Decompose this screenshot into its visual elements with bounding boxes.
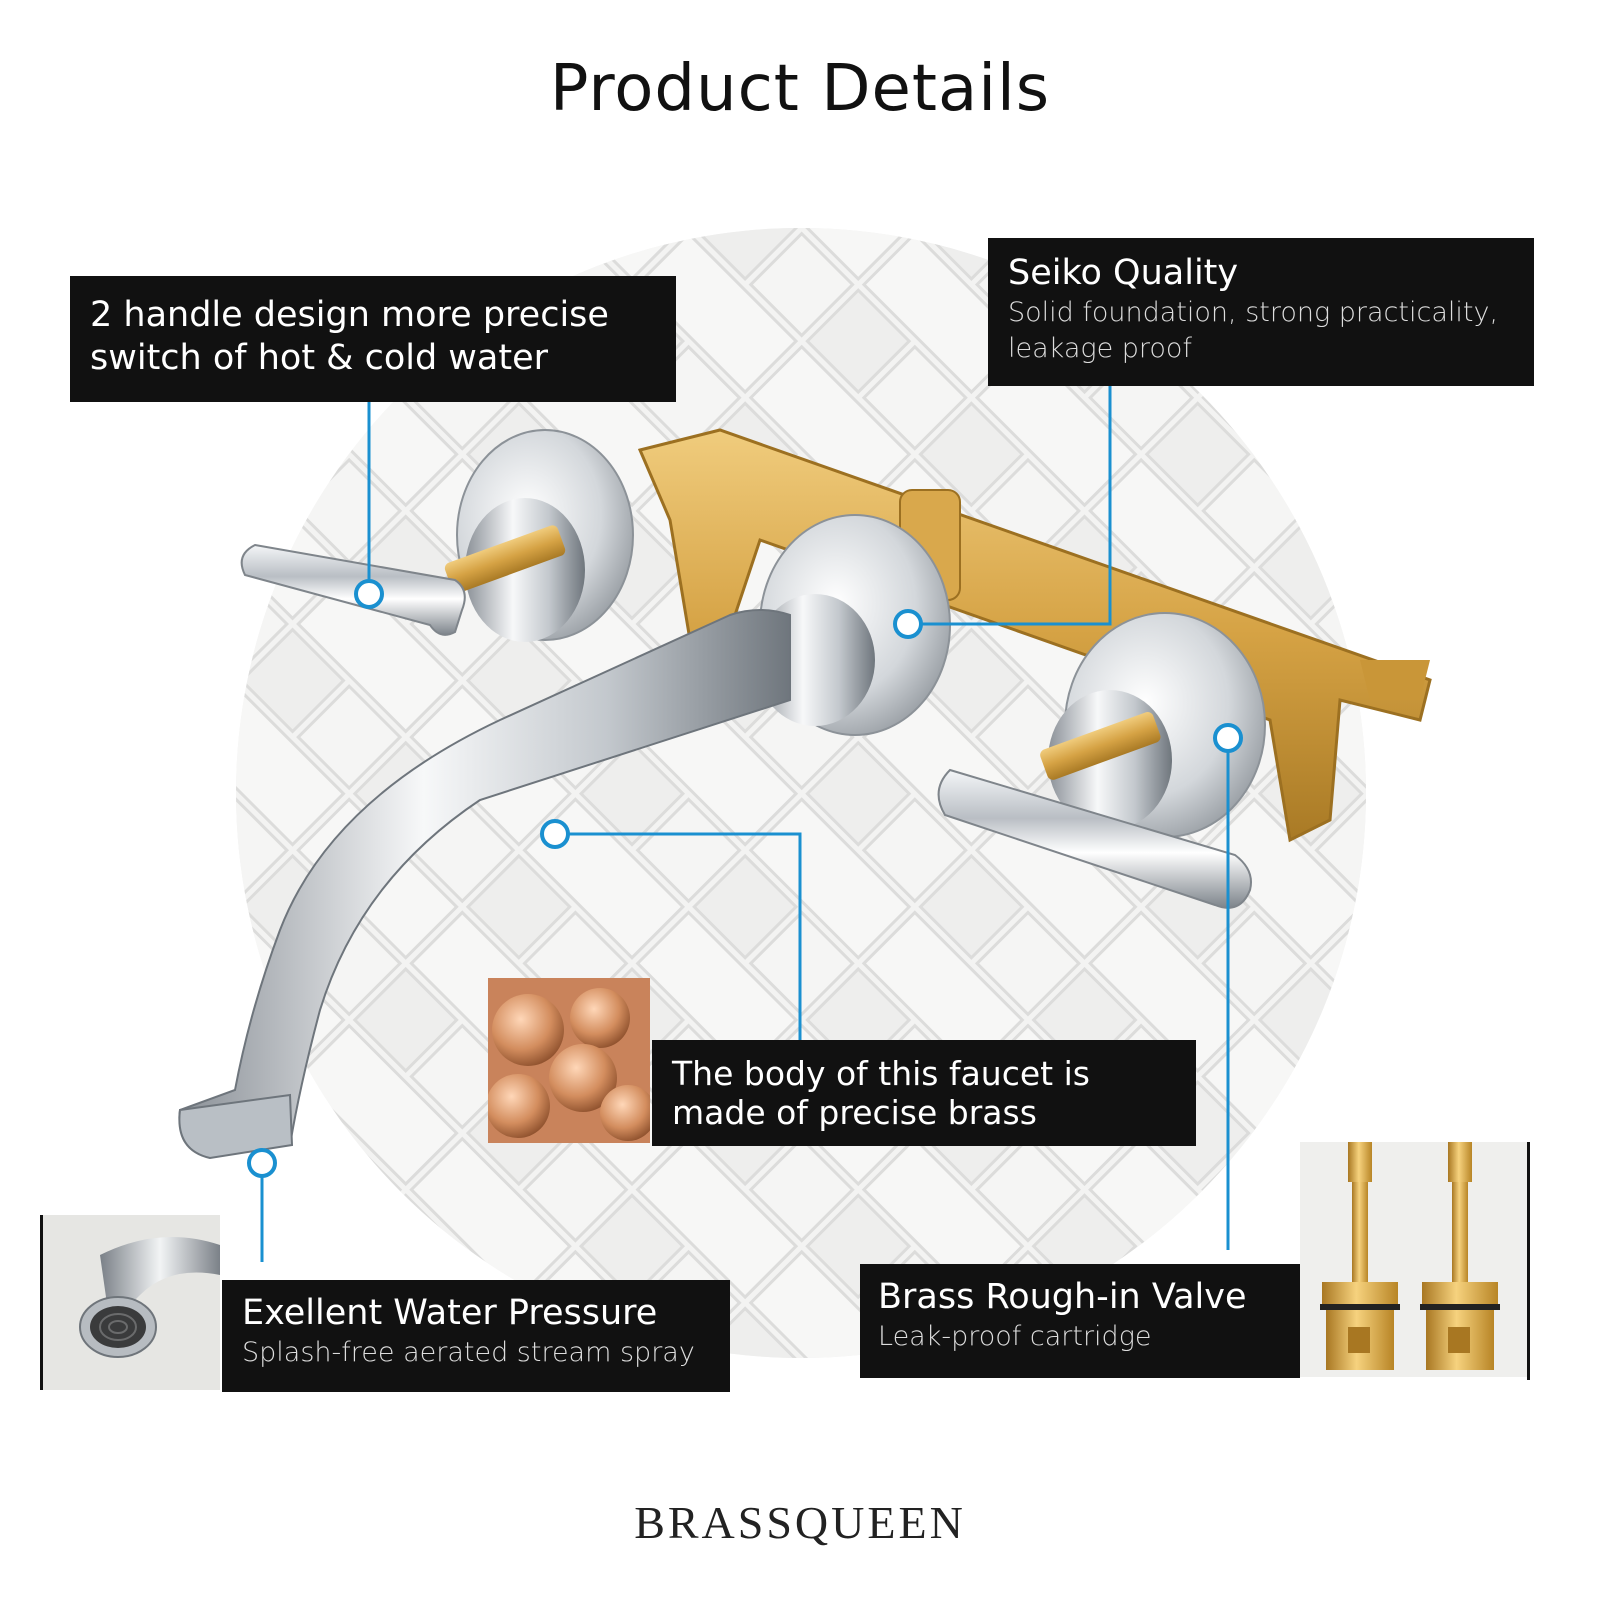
copper-rods-thumbnail — [488, 978, 650, 1143]
callout-rough-in-valve: Brass Rough-in Valve Leak-proof cartridg… — [860, 1264, 1300, 1378]
callout-body-line1: The body of this faucet is — [672, 1054, 1090, 1093]
callout-pressure-sub: Splash-free aerated stream spray — [242, 1337, 695, 1368]
page-title: Product Details — [549, 52, 1051, 126]
callout-valve-head: Brass Rough-in Valve — [878, 1277, 1247, 1317]
callout-water-pressure: Exellent Water Pressure Splash-free aera… — [222, 1280, 730, 1392]
cartridge-divider — [1527, 1142, 1530, 1380]
callout-quality-sub-line2: leakage proof — [1008, 333, 1192, 364]
callout-handle-line2: switch of hot & cold water — [90, 338, 549, 378]
callout-brass-body: The body of this faucet is made of preci… — [652, 1040, 1196, 1146]
callout-seiko-quality: Seiko Quality Solid foundation, strong p… — [988, 238, 1534, 386]
brand-logo: BRASSQUEEN — [634, 1497, 966, 1548]
callout-quality-head: Seiko Quality — [1008, 253, 1239, 293]
cartridge-thumbnail — [1300, 1142, 1530, 1377]
aerator-thumbnail — [40, 1215, 220, 1390]
callout-valve-sub: Leak-proof cartridge — [878, 1321, 1152, 1352]
callout-body-line2: made of precise brass — [672, 1093, 1037, 1132]
callout-handle-design: 2 handle design more precise switch of h… — [70, 276, 676, 402]
callout-quality-sub-line1: Solid foundation, strong practicality, — [1008, 297, 1499, 328]
callout-leader-lines — [260, 378, 1230, 1262]
callout-markers — [247, 579, 1243, 1178]
aerator-divider — [40, 1215, 43, 1390]
callout-handle-line1: 2 handle design more precise — [90, 295, 609, 335]
callout-pressure-head: Exellent Water Pressure — [242, 1293, 658, 1333]
